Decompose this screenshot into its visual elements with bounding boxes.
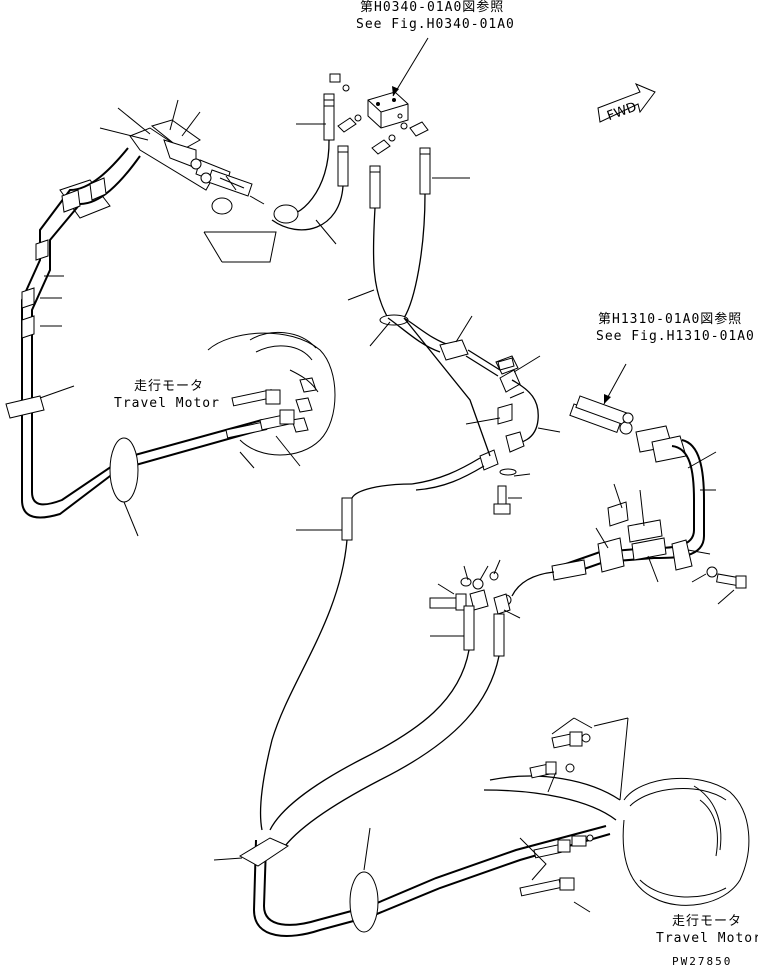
travel-motor-left-label-en: Travel Motor — [114, 396, 220, 411]
right-upper-assembly — [569, 395, 687, 463]
left-upper-assembly — [129, 119, 299, 224]
top-reference-en: See Fig.H0340-01A0 — [356, 17, 515, 32]
bottom-bolts — [519, 731, 594, 897]
right-reference-en: See Fig.H1310-01A0 — [596, 329, 755, 344]
fwd-arrow-icon: FWD — [597, 83, 656, 124]
fittings-top — [329, 73, 429, 155]
bolt-center — [493, 485, 511, 515]
travel-motor-left — [207, 331, 336, 456]
travel-motor-right — [622, 777, 750, 906]
bolt-right — [716, 573, 747, 589]
hose-end-fittings-middle — [341, 497, 505, 657]
top-reference-jp: 第H0340-01A0図参照 — [360, 0, 505, 15]
travel-motor-right-label-en: Travel Motor — [656, 931, 758, 946]
motor-bolts-left — [225, 389, 295, 439]
travel-motor-right-label-jp: 走行モータ — [672, 914, 743, 929]
travel-motor-left-label-jp: 走行モータ — [134, 379, 205, 394]
top-valve-block — [367, 91, 409, 129]
drawing-code: PW27850 — [672, 955, 733, 968]
leader-lines — [39, 99, 735, 913]
middle-fittings — [429, 577, 512, 615]
right-reference-jp: 第H1310-01A0図参照 — [598, 312, 743, 327]
